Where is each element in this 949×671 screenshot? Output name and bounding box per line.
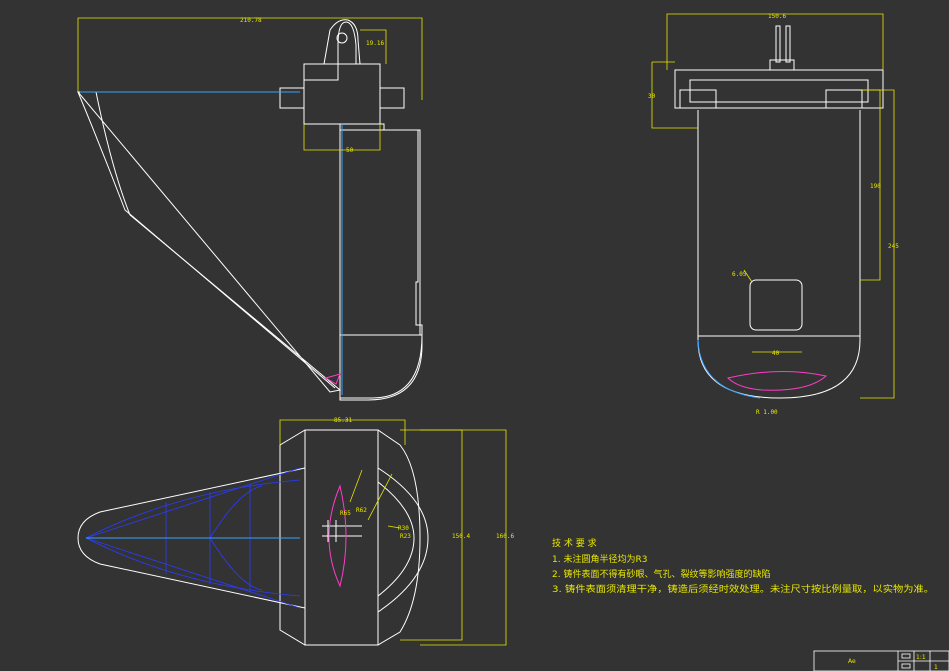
side-bottom-round	[340, 334, 423, 399]
dim-callout-d: R23	[400, 533, 411, 540]
front-top-plate-inner	[689, 79, 869, 103]
dim-front-inner-height: 190	[870, 183, 881, 190]
front-left-tab	[679, 89, 717, 109]
front-body-outline	[697, 110, 861, 399]
dim-callout-c: R30	[398, 525, 409, 532]
dim-front-top-width: 150.6	[768, 13, 786, 20]
side-body-outline	[303, 21, 423, 401]
title-scale: 1:1	[916, 654, 926, 661]
bottom-dimensions	[279, 419, 507, 646]
bottom-outer-outline	[77, 467, 306, 609]
dim-front-total-height: 245	[888, 243, 899, 250]
side-view	[76, 19, 423, 401]
bottom-view	[77, 429, 429, 646]
side-fin-outline	[76, 91, 342, 393]
side-fin-top-edge	[77, 91, 336, 389]
dim-bottom-radius: R 1.00	[756, 409, 778, 416]
side-left-tab	[279, 87, 305, 109]
dim-body-width: 50	[346, 147, 354, 154]
front-dimensions	[651, 13, 895, 399]
notes-heading: 技 术 要 求	[552, 537, 597, 549]
bottom-wheel-outer	[377, 467, 429, 613]
dim-bottom-inner-height: 150.4	[452, 533, 470, 540]
notes-line-1: 1. 未注圆角半径均为R3	[552, 553, 647, 565]
bottom-pink-mark	[328, 484, 347, 588]
front-bottom-arc-blue	[697, 339, 761, 399]
dim-front-left-height: 30	[648, 93, 656, 100]
bottom-shell-outline	[279, 429, 421, 646]
front-post-right	[785, 25, 791, 63]
bottom-center-plate	[304, 429, 379, 646]
side-dimensions	[77, 17, 423, 151]
front-post-left	[775, 25, 781, 63]
side-lug-hole	[336, 32, 348, 44]
side-block	[303, 63, 381, 125]
dim-lug-height: 19.16	[366, 40, 384, 47]
dim-side-width: 210.78	[240, 17, 262, 24]
dim-bottom-width: 85.31	[334, 417, 352, 424]
bottom-wheel-inner	[377, 481, 415, 597]
dim-slot-width: 40	[772, 350, 780, 357]
front-slot	[749, 279, 803, 331]
dim-bottom-total-height: 160.6	[496, 533, 514, 540]
notes-line-2: 2. 铸件表面不得有砂眼、气孔、裂纹等影响强度的缺陷	[552, 568, 770, 580]
side-right-tab	[379, 87, 405, 109]
front-view	[674, 25, 884, 399]
front-post-base	[769, 59, 795, 71]
title-block	[813, 650, 949, 671]
side-body-rect	[339, 129, 421, 336]
front-pink-mark	[727, 371, 828, 391]
dim-slot-callout: 6.05	[732, 271, 747, 278]
title-sheet: 1	[934, 664, 938, 671]
title-part-name: Ae	[848, 658, 856, 665]
front-right-tab	[825, 89, 863, 109]
side-pink-mark	[324, 373, 341, 385]
dim-callout-a: R65	[340, 510, 351, 517]
side-lug	[323, 19, 361, 65]
dim-callout-b: R62	[356, 507, 367, 514]
notes-line-3: 3. 铸件表面须清理干净，铸造后须经时效处理。未注尺寸按比例量取，以实物为准。	[552, 583, 934, 595]
